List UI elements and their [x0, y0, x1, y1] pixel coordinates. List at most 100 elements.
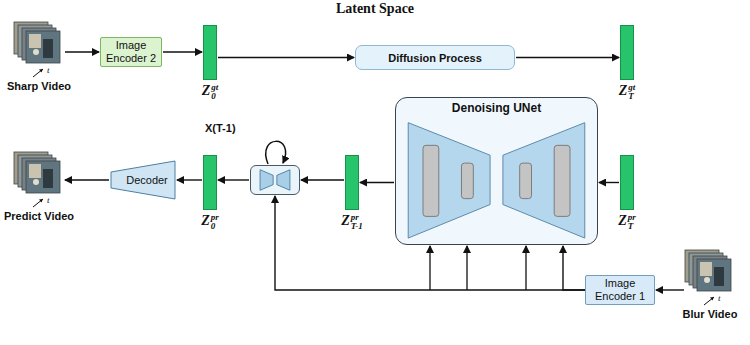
encoder-box: Image Encoder 2 — [100, 37, 162, 67]
condition-arrow — [429, 246, 430, 290]
latent-superscript: pr — [351, 213, 363, 222]
time-axis — [33, 199, 43, 207]
latent-bar: ZgtT — [620, 25, 634, 80]
latent-bar: Zpr0 — [203, 155, 217, 210]
video-label: Blur Video — [683, 308, 738, 320]
frame-detail — [43, 39, 53, 58]
latent-subscript: T — [628, 92, 635, 101]
unet-box: Denoising UNet — [395, 97, 598, 245]
encoder-box: Image Encoder 1 — [585, 275, 655, 305]
unet-title: Denoising UNet — [396, 101, 597, 115]
flow-arrow — [563, 246, 585, 290]
time-axis — [33, 69, 43, 77]
unet-block — [423, 145, 439, 216]
time-axis — [704, 297, 714, 305]
latent-subscript: 0 — [211, 92, 218, 101]
video-frame — [26, 161, 60, 193]
process-box: Diffusion Process — [355, 45, 515, 70]
mini-unet: X(T-1) — [250, 165, 300, 195]
latent-indices: pr0 — [211, 213, 219, 231]
video-stack: Blur Video — [685, 250, 735, 306]
video-frames — [685, 250, 735, 306]
time-axis-head — [39, 199, 43, 203]
loop-arrow — [266, 141, 286, 164]
frame-detail — [700, 262, 712, 276]
time-label: t — [47, 195, 50, 205]
latent-symbol: Z — [619, 83, 628, 98]
frame-detail — [33, 49, 39, 55]
video-frames — [14, 152, 64, 208]
mini-decoder — [277, 170, 290, 191]
unet-block — [554, 145, 570, 216]
latent-bar: Zgt0 — [203, 25, 217, 80]
condition-arrow — [466, 246, 467, 290]
time-axis-head — [710, 297, 714, 301]
frame-detail — [704, 277, 710, 283]
time-label: t — [47, 65, 50, 75]
latent-symbol: Z — [618, 213, 627, 228]
latent-symbol: Z — [341, 213, 350, 228]
flow-arrow — [218, 179, 249, 180]
decoder-shape: Decoder — [110, 160, 176, 200]
latent-subscript: T-1 — [351, 222, 363, 231]
frame-detail — [29, 164, 41, 178]
latent-indices: gt0 — [211, 83, 218, 101]
video-label: Sharp Video — [7, 80, 71, 92]
video-frame — [697, 259, 731, 291]
latent-label: ZprT — [618, 213, 636, 231]
latent-label: Zpr0 — [201, 213, 219, 231]
latent-label: ZgtT — [619, 83, 636, 101]
flow-arrow — [599, 182, 619, 183]
frame-detail — [33, 179, 39, 185]
latent-bar: ZprT-1 — [345, 155, 359, 210]
encoder-label: Image Encoder 2 — [103, 39, 159, 65]
unet-block — [520, 163, 532, 199]
latent-bar: ZprT — [620, 155, 634, 210]
latent-symbol: Z — [202, 83, 211, 98]
flow-arrow — [360, 182, 394, 183]
flow-arrow — [516, 57, 619, 58]
video-stack: Predict Video — [14, 152, 64, 208]
flow-arrow — [163, 51, 202, 52]
flow-arrow — [301, 179, 344, 180]
video-stack: Sharp Video — [14, 22, 64, 78]
latent-indices: prT-1 — [351, 213, 363, 231]
diagram-title: Latent Space — [336, 1, 414, 17]
mini-encoder — [260, 170, 273, 191]
iteration-label: X(T-1) — [205, 122, 236, 134]
latent-superscript: gt — [628, 83, 635, 92]
flow-arrow — [218, 57, 354, 58]
latent-label: ZprT-1 — [341, 213, 363, 231]
unet-decoder — [503, 123, 585, 238]
decoder-trapezoid — [111, 161, 175, 199]
time-axis-head — [39, 69, 43, 73]
latent-superscript: gt — [211, 83, 218, 92]
video-frames — [14, 22, 64, 78]
unet-encoder — [408, 123, 490, 238]
frame-detail — [29, 34, 41, 48]
latent-symbol: Z — [201, 213, 210, 228]
process-label: Diffusion Process — [388, 52, 482, 64]
frame-detail — [714, 267, 724, 286]
latent-superscript: pr — [211, 213, 219, 222]
flow-arrow — [177, 179, 202, 180]
latent-subscript: T — [628, 222, 636, 231]
encoder-label: Image Encoder 1 — [588, 277, 652, 303]
flow-arrow — [656, 289, 684, 290]
video-frame — [26, 31, 60, 63]
condition-arrow — [525, 246, 526, 290]
video-label: Predict Video — [4, 210, 74, 222]
latent-indices: prT — [628, 213, 636, 231]
mini-unet-drawing — [251, 166, 299, 194]
unet-block — [461, 163, 473, 199]
flow-arrow — [65, 51, 99, 52]
latent-subscript: 0 — [211, 222, 219, 231]
unet-drawing — [396, 98, 597, 244]
latent-label: Zgt0 — [202, 83, 219, 101]
frame-detail — [43, 169, 53, 188]
latent-superscript: pr — [628, 213, 636, 222]
decoder-label: Decoder — [118, 174, 168, 186]
latent-indices: gtT — [628, 83, 635, 101]
flow-arrow — [65, 179, 109, 180]
time-label: t — [718, 293, 721, 303]
